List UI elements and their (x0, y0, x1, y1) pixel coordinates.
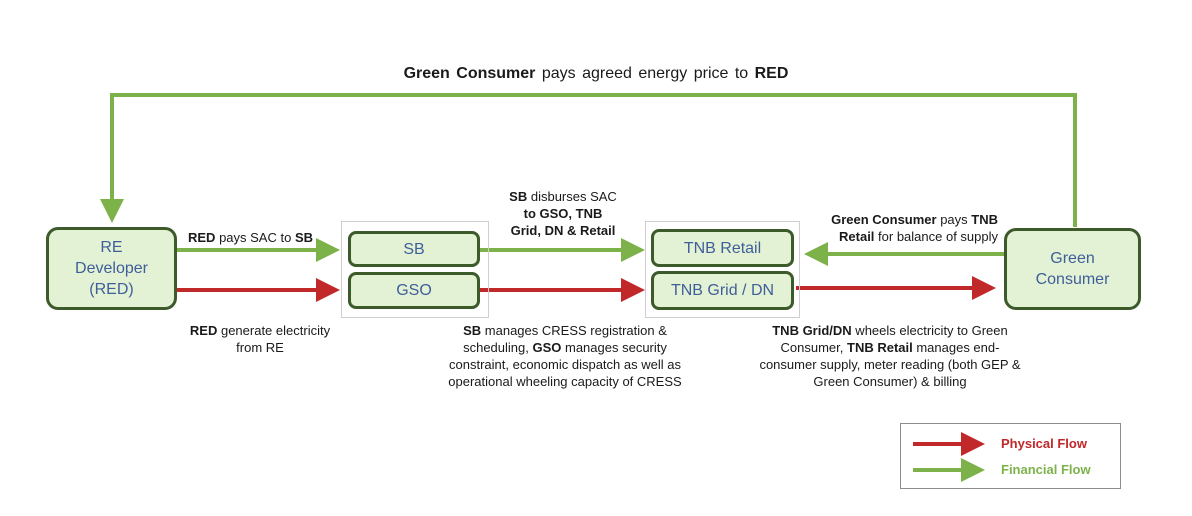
legend: Physical Flow Financial Flow (900, 423, 1121, 489)
legend-physical-label: Physical Flow (1001, 436, 1087, 451)
tnb-group (645, 221, 800, 318)
tnb-retail-label: TNB Retail (683, 239, 762, 257)
tnb-grid-label: TNB Grid / DN (670, 282, 775, 299)
green-consumer-line2: Consumer (1035, 271, 1110, 288)
label-red-generate: RED generate electricity from RE (189, 323, 331, 355)
tnb-retail-node: TNB Retail (651, 229, 794, 267)
re-developer-line3: (RED) (89, 281, 134, 298)
legend-financial-label: Financial Flow (1001, 462, 1091, 477)
gso-node: GSO (348, 272, 480, 309)
label-sb-manages: SB manages CRESS registration & scheduli… (448, 323, 682, 389)
financial-flow-consumer-to-red (100, 93, 1077, 227)
green-consumer-line1: Green (1050, 250, 1095, 267)
title-red: RED (754, 65, 789, 82)
diagram-title: Green Consumer pays agreed energy price … (260, 64, 932, 84)
legend-swatches (913, 432, 985, 482)
sb-gso-group (341, 221, 489, 318)
label-tnb-wheels: TNB Grid/DN wheels electricity to Green … (759, 323, 1021, 389)
re-developer-line1: RE (100, 239, 123, 256)
label-red-pays-sac: RED pays SAC to SB (188, 230, 313, 245)
sb-label: SB (403, 240, 425, 258)
label-consumer-pays-tnb: Green Consumer pays TNB Retail for balan… (831, 212, 998, 244)
tnb-grid-node: TNB Grid / DN (651, 271, 794, 310)
re-developer-line2: Developer (75, 260, 148, 277)
label-sb-disburses: SB disburses SAC to GSO, TNB Grid, DN & … (509, 189, 617, 238)
title-green-consumer: Green Consumer (403, 65, 536, 82)
sb-node: SB (348, 231, 480, 267)
re-developer-node: RE Developer (RED) (46, 227, 177, 310)
title-middle: pays agreed energy price to (535, 65, 755, 82)
gso-label: GSO (396, 282, 432, 299)
green-consumer-node: Green Consumer (1004, 228, 1141, 310)
